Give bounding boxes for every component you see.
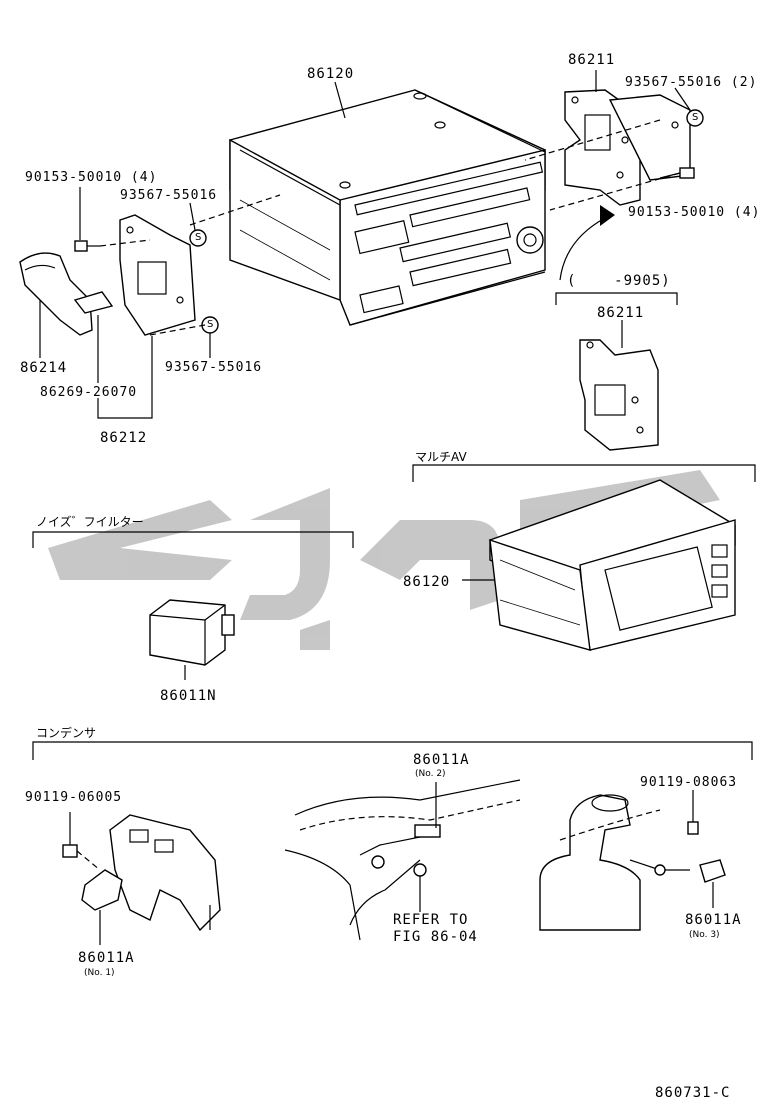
section-title-multi-av: マルチAV <box>415 450 467 464</box>
screw-mark-rh: S <box>692 112 699 123</box>
label-screw-lh-upper: 93567-55016 <box>120 188 218 203</box>
label-noise-filter: 86011N <box>160 688 217 704</box>
label-cond-no1: 86011A <box>78 950 135 966</box>
plate-lh <box>73 291 114 314</box>
section-title-condenser: コンデンサ <box>36 726 97 740</box>
condenser-no2-area <box>284 779 521 941</box>
noise-filter <box>149 599 235 666</box>
screw-cond-3 <box>687 821 699 835</box>
label-bracket-lh-outer: 86214 <box>20 360 68 376</box>
condenser-no1-area <box>109 814 221 932</box>
screw-mark-lh-upper: S <box>195 232 202 243</box>
label-bracket-rh: 86211 <box>568 52 616 68</box>
label-bracket-lh-assy: 86212 <box>100 430 148 446</box>
arrow-head-icon <box>600 205 615 226</box>
dashed-line-rh-1 <box>524 119 661 161</box>
refer-line-1: REFER TO <box>393 912 469 928</box>
dashed-line-lh-1 <box>189 194 281 226</box>
condenser-no1 <box>81 869 123 911</box>
bracket-lh <box>119 214 196 336</box>
bolt-lh <box>74 240 100 252</box>
label-period-range: ( -9905) <box>567 273 671 289</box>
bracket-lh-group-line <box>97 336 153 419</box>
frame-condenser <box>32 741 753 760</box>
label-screw-lh-lower: 93567-55016 <box>165 360 263 375</box>
screw-icon-lh-upper <box>189 229 207 247</box>
label-plate-lh: 86269-26070 <box>40 385 138 400</box>
screw-icon-rh <box>686 109 704 127</box>
note-cond-no2: (No. 2) <box>415 769 446 779</box>
bracket-rh-old <box>579 339 659 451</box>
range-bracket <box>555 292 678 305</box>
note-cond-no3: (No. 3) <box>689 930 720 940</box>
section-title-noise-filter: ノイズ゛フイルター <box>36 515 144 529</box>
leader-screw-lh-upper <box>189 202 196 231</box>
frame-noise-filter <box>32 531 354 548</box>
arrow-curve <box>559 217 606 281</box>
leader-radio-main <box>334 81 346 119</box>
label-screw-cond-3: 90119-08063 <box>640 775 738 790</box>
label-screw-rh: 93567-55016 (2) <box>625 75 758 90</box>
label-bracket-rh-old: 86211 <box>597 305 645 321</box>
label-bolt-rh: 90153-50010 (4) <box>628 205 760 220</box>
screw-cond-1 <box>62 844 101 871</box>
label-screw-cond-1: 90119-06005 <box>25 790 123 805</box>
label-cond-no3: 86011A <box>685 912 742 928</box>
label-cond-no2: 86011A <box>413 752 470 768</box>
dashed-line-lh-2 <box>99 239 151 247</box>
bracket-lh-outer <box>19 252 93 336</box>
screw-mark-lh-lower: S <box>207 319 214 330</box>
condenser-no3-area <box>539 794 726 931</box>
note-cond-no1: (No. 1) <box>84 968 115 978</box>
label-radio-main: 86120 <box>307 66 355 82</box>
dashed-line-rh-2 <box>549 172 681 211</box>
leader-screw-rh <box>674 87 691 111</box>
radio-multi-av <box>489 479 736 651</box>
refer-line-2: FIG 86-04 <box>393 929 478 945</box>
label-bolt-lh: 90153-50010 (4) <box>25 170 158 185</box>
figure-id: 860731-C <box>655 1085 731 1101</box>
frame-multi-av <box>412 464 756 482</box>
bracket-rh <box>564 89 691 206</box>
label-radio-multi-av: 86120 <box>403 574 451 590</box>
radio-main-unit <box>229 89 546 326</box>
